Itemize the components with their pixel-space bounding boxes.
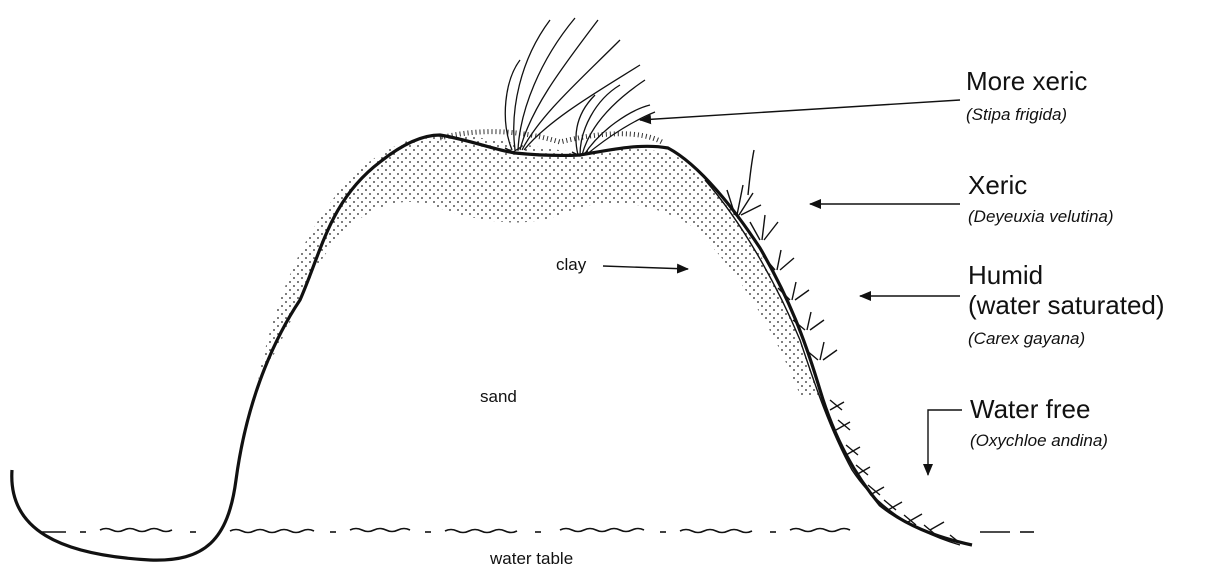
slope-vegetation: [727, 150, 960, 543]
clay-label: clay: [556, 255, 587, 274]
zone-humid-title2: (water saturated): [968, 290, 1165, 320]
zone-more-xeric-species: (Stipa frigida): [966, 105, 1067, 124]
zone-water-free-species: (Oxychloe andina): [970, 431, 1108, 450]
clay-arrow: [603, 266, 688, 269]
zone-xeric-title: Xeric: [968, 170, 1027, 200]
water-table-line: [40, 529, 1034, 533]
more-xeric-arrow: [640, 100, 960, 120]
water-free-arrow: [928, 410, 962, 475]
zone-water-free-title: Water free: [970, 394, 1090, 424]
water-table-label: water table: [489, 549, 573, 568]
zone-xeric-species: (Deyeuxia velutina): [968, 207, 1114, 226]
zone-more-xeric-title: More xeric: [966, 66, 1087, 96]
clay-layer: [258, 135, 820, 395]
zone-humid-title: Humid: [968, 260, 1043, 290]
sand-label: sand: [480, 387, 517, 406]
zone-humid-species: (Carex gayana): [968, 329, 1085, 348]
